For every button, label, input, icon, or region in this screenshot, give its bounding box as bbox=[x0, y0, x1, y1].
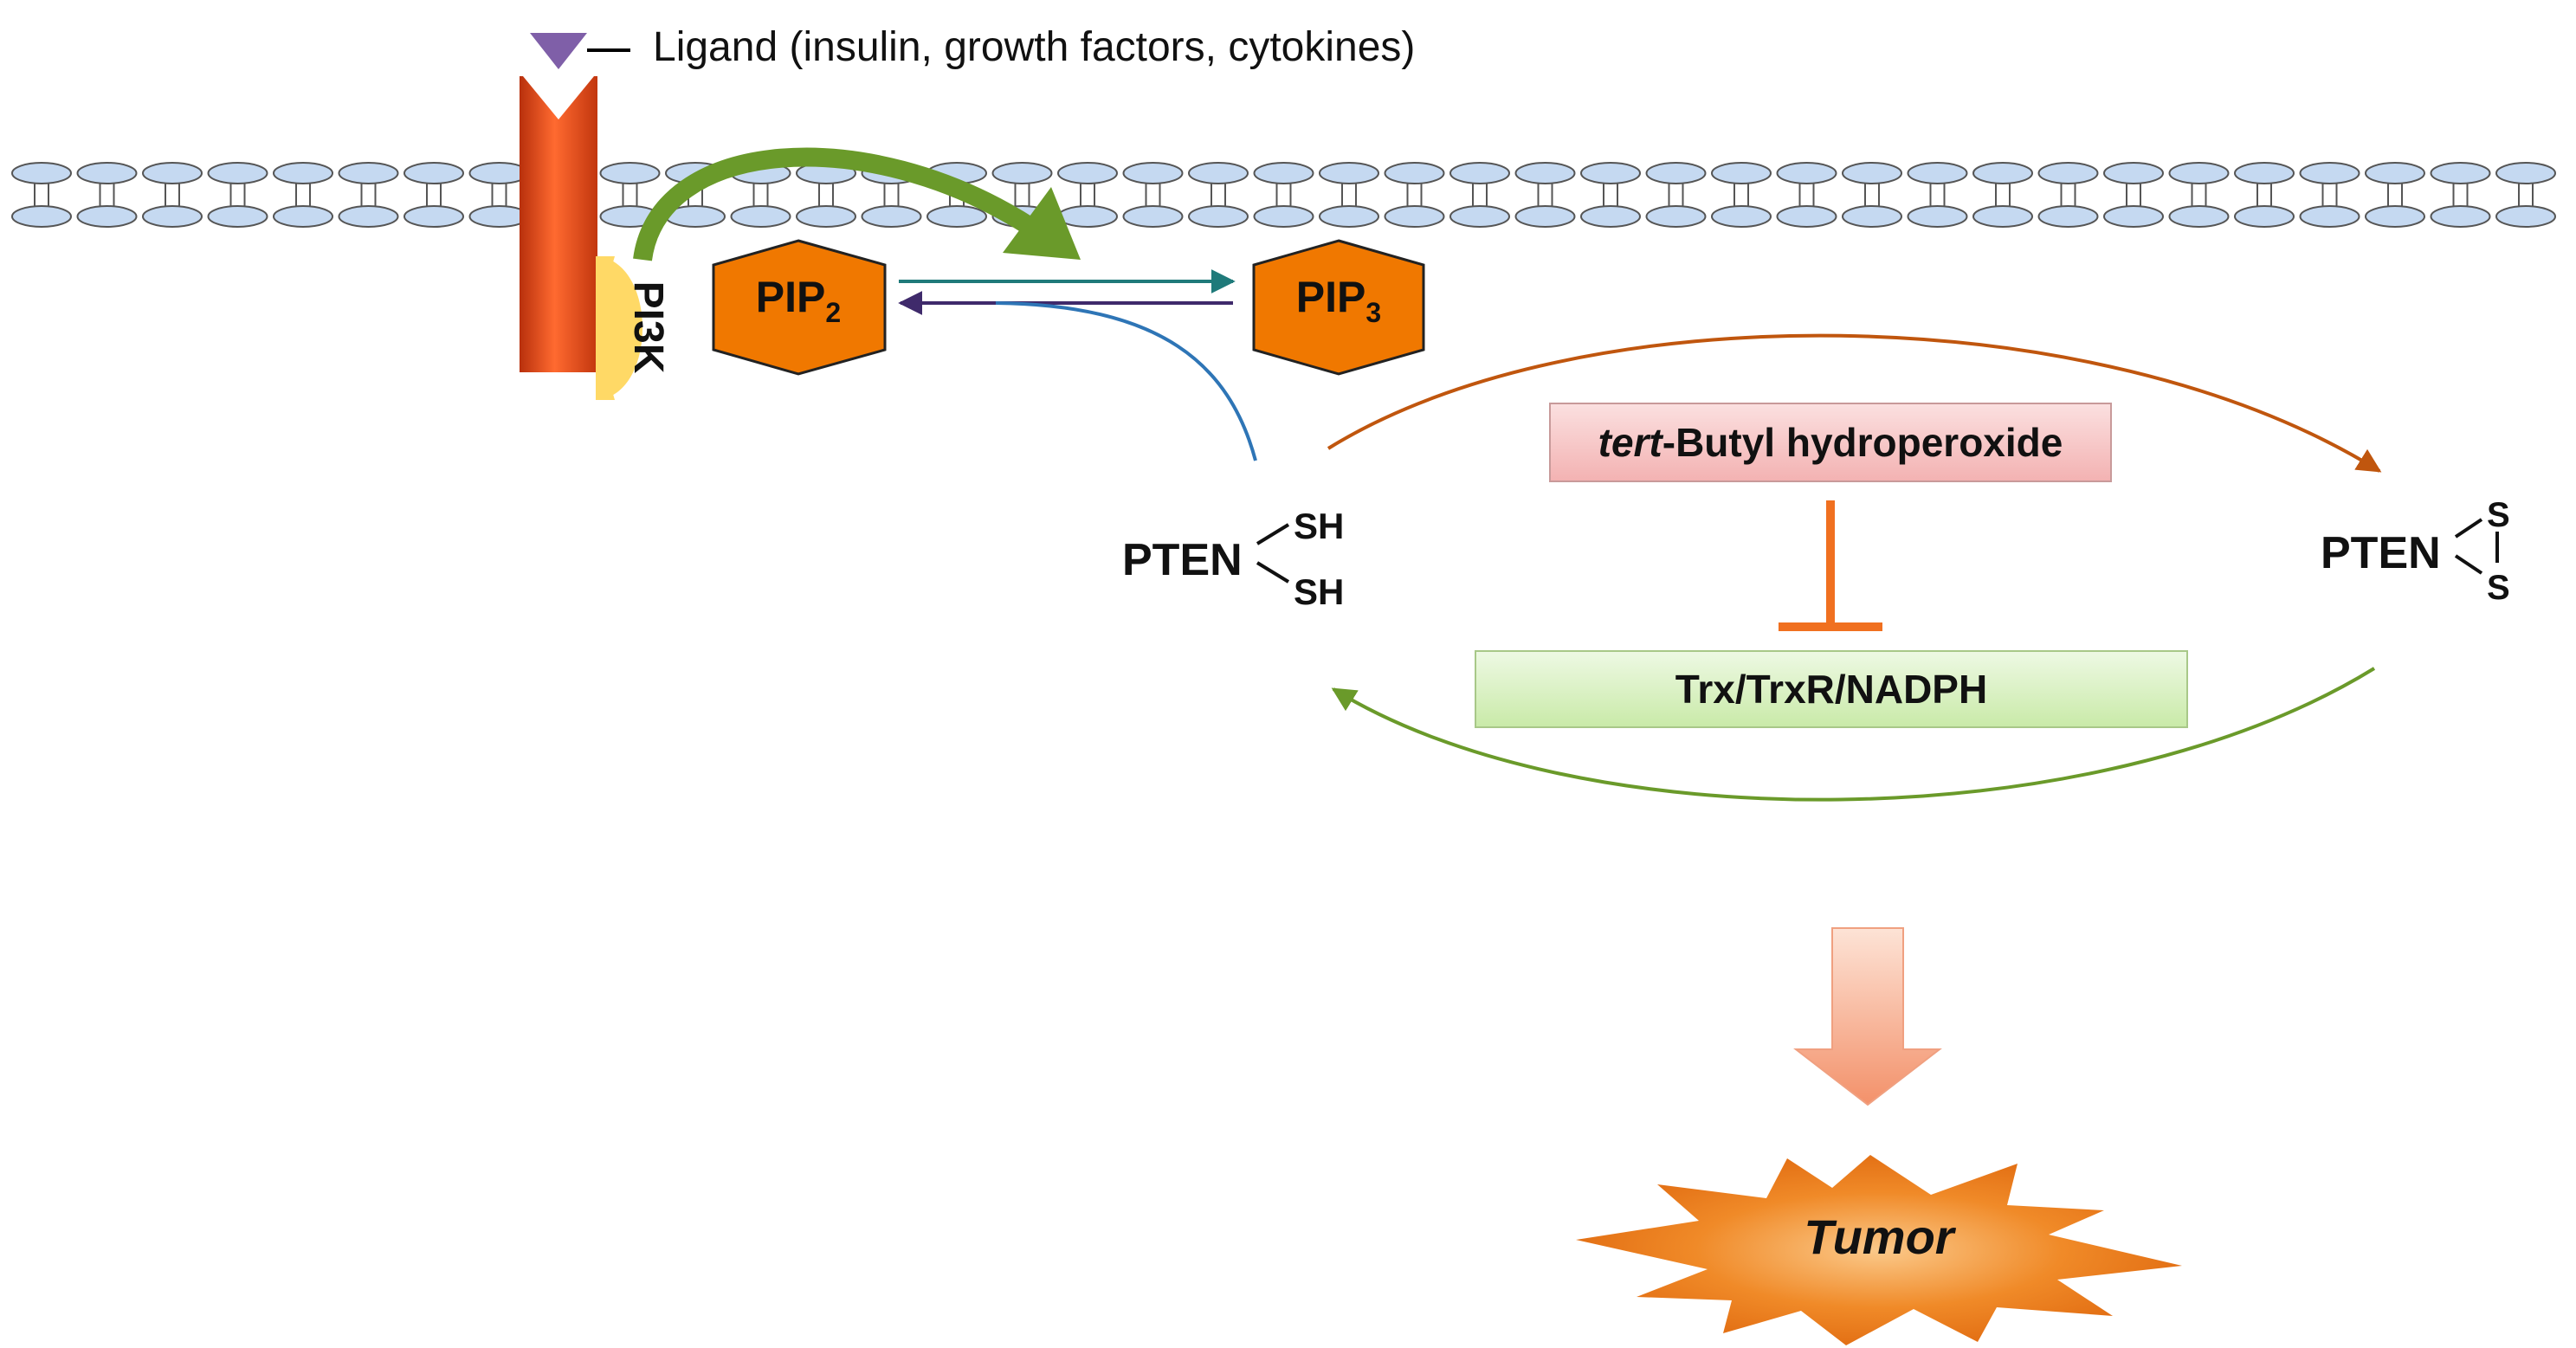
lipid-head bbox=[1711, 205, 1772, 228]
lipid-head bbox=[2168, 162, 2230, 184]
pten-oxidized-s-top: S bbox=[2487, 496, 2510, 534]
pip3-node: PIP3 bbox=[1252, 239, 1425, 376]
lipid-head bbox=[1711, 162, 1772, 184]
pi3k-activation-arrow bbox=[633, 147, 1036, 261]
pi3k: PI3K bbox=[596, 256, 671, 400]
lipid-head bbox=[11, 162, 72, 184]
lipid-head bbox=[2037, 205, 2099, 228]
lipid-head bbox=[1580, 162, 1641, 184]
lipid-head bbox=[207, 162, 268, 184]
lipid-head bbox=[2495, 162, 2556, 184]
lipid-head bbox=[1188, 205, 1249, 228]
tumor-burst: Tumor bbox=[1576, 1155, 2182, 1345]
lipid-head bbox=[1384, 162, 1445, 184]
pten-reduced: PTEN SH SH bbox=[1122, 506, 1344, 612]
lipid-head bbox=[1972, 205, 2033, 228]
lipid-head bbox=[1514, 205, 1576, 228]
reductase-label: Trx/TrxR/NADPH bbox=[1675, 667, 1987, 712]
pip2-node: PIP2 bbox=[712, 239, 887, 376]
lipid-head bbox=[338, 205, 399, 228]
lipid-head bbox=[1645, 205, 1707, 228]
pi3k-label: PI3K bbox=[625, 281, 671, 374]
pten-dephosphorylation-curve bbox=[995, 301, 1257, 461]
oxidant-box: tert-Butyl hydroperoxide bbox=[1549, 403, 2112, 482]
lipid-head bbox=[273, 162, 333, 184]
lipid-head bbox=[2299, 205, 2360, 228]
reduction-arrow bbox=[1331, 667, 2376, 802]
lipid-head bbox=[1514, 162, 1576, 184]
oxidant-label: tert-Butyl hydroperoxide bbox=[1598, 420, 2063, 465]
lipid-head bbox=[2365, 205, 2425, 228]
lipid-head bbox=[1057, 162, 1118, 184]
pten-reduced-name: PTEN bbox=[1122, 535, 1243, 585]
lipid-head bbox=[142, 205, 203, 228]
lipid-head bbox=[1907, 205, 1968, 228]
reductase-box: Trx/TrxR/NADPH bbox=[1475, 650, 2188, 728]
lipid-head bbox=[1907, 162, 1968, 184]
lipid-head bbox=[2299, 162, 2360, 184]
lipid-head bbox=[2103, 205, 2164, 228]
pi3k-arrowhead bbox=[1003, 187, 1081, 260]
lipid-head bbox=[1384, 205, 1445, 228]
pten-oxidized: PTEN S S bbox=[2321, 496, 2510, 607]
lipid-head bbox=[2103, 162, 2164, 184]
lipid-head bbox=[1842, 162, 1902, 184]
lipid-head bbox=[1449, 205, 1510, 228]
lipid-head bbox=[2037, 162, 2099, 184]
down-arrow bbox=[1793, 927, 1942, 1106]
lipid-head bbox=[1319, 205, 1379, 228]
lipid-head bbox=[861, 205, 922, 228]
lipid-head bbox=[207, 205, 268, 228]
receptor bbox=[520, 76, 597, 372]
lipid-head bbox=[2495, 205, 2556, 228]
lipid-head bbox=[404, 162, 464, 184]
lipid-head bbox=[1776, 162, 1837, 184]
lipid-head bbox=[2168, 205, 2230, 228]
lipid-head bbox=[11, 205, 72, 228]
lipid-head bbox=[2365, 162, 2425, 184]
lipid-head bbox=[2234, 205, 2295, 228]
lipid-head bbox=[730, 205, 791, 228]
pten-reduced-sh-top: SH bbox=[1294, 506, 1344, 546]
lipid-head bbox=[1972, 162, 2033, 184]
lipid-head bbox=[991, 162, 1053, 184]
pip2-label: PIP2 bbox=[756, 273, 841, 328]
tumor-starburst-icon bbox=[1576, 1155, 2182, 1345]
lipid-head bbox=[1645, 162, 1707, 184]
lipid-head bbox=[1253, 162, 1314, 184]
ligand-icon bbox=[530, 33, 587, 69]
lipid-head bbox=[1319, 162, 1379, 184]
lipid-head bbox=[2430, 205, 2491, 228]
lipid-head bbox=[1776, 205, 1837, 228]
lipid-head bbox=[273, 205, 333, 228]
lipid-head bbox=[76, 205, 138, 228]
lipid-head bbox=[1188, 162, 1249, 184]
lipid-head bbox=[1580, 205, 1641, 228]
lipid-head bbox=[1253, 205, 1314, 228]
lipid-head bbox=[338, 162, 399, 184]
lipid-head bbox=[2234, 162, 2295, 184]
ligand-label: Ligand (insulin, growth factors, cytokin… bbox=[653, 24, 1415, 70]
pten-oxidized-name: PTEN bbox=[2321, 528, 2441, 578]
lipid-head bbox=[1449, 162, 1510, 184]
lipid-head bbox=[1122, 205, 1184, 228]
pten-oxidized-s-bottom: S bbox=[2487, 569, 2510, 607]
oxidation-arrow bbox=[1327, 333, 2382, 473]
pten-reduced-sh-bottom: SH bbox=[1294, 571, 1344, 612]
lipid-head bbox=[599, 162, 661, 184]
tumor-label: Tumor bbox=[1804, 1209, 1956, 1264]
cell-membrane bbox=[11, 162, 2556, 228]
lipid-head bbox=[1057, 205, 1118, 228]
lipid-head bbox=[404, 205, 464, 228]
lipid-head bbox=[796, 205, 856, 228]
pip3-label: PIP3 bbox=[1296, 273, 1381, 328]
lipid-head bbox=[1122, 162, 1184, 184]
lipid-head bbox=[926, 205, 987, 228]
lipid-head bbox=[2430, 162, 2491, 184]
lipid-head bbox=[142, 162, 203, 184]
lipid-head bbox=[76, 162, 138, 184]
lipid-head bbox=[1842, 205, 1902, 228]
